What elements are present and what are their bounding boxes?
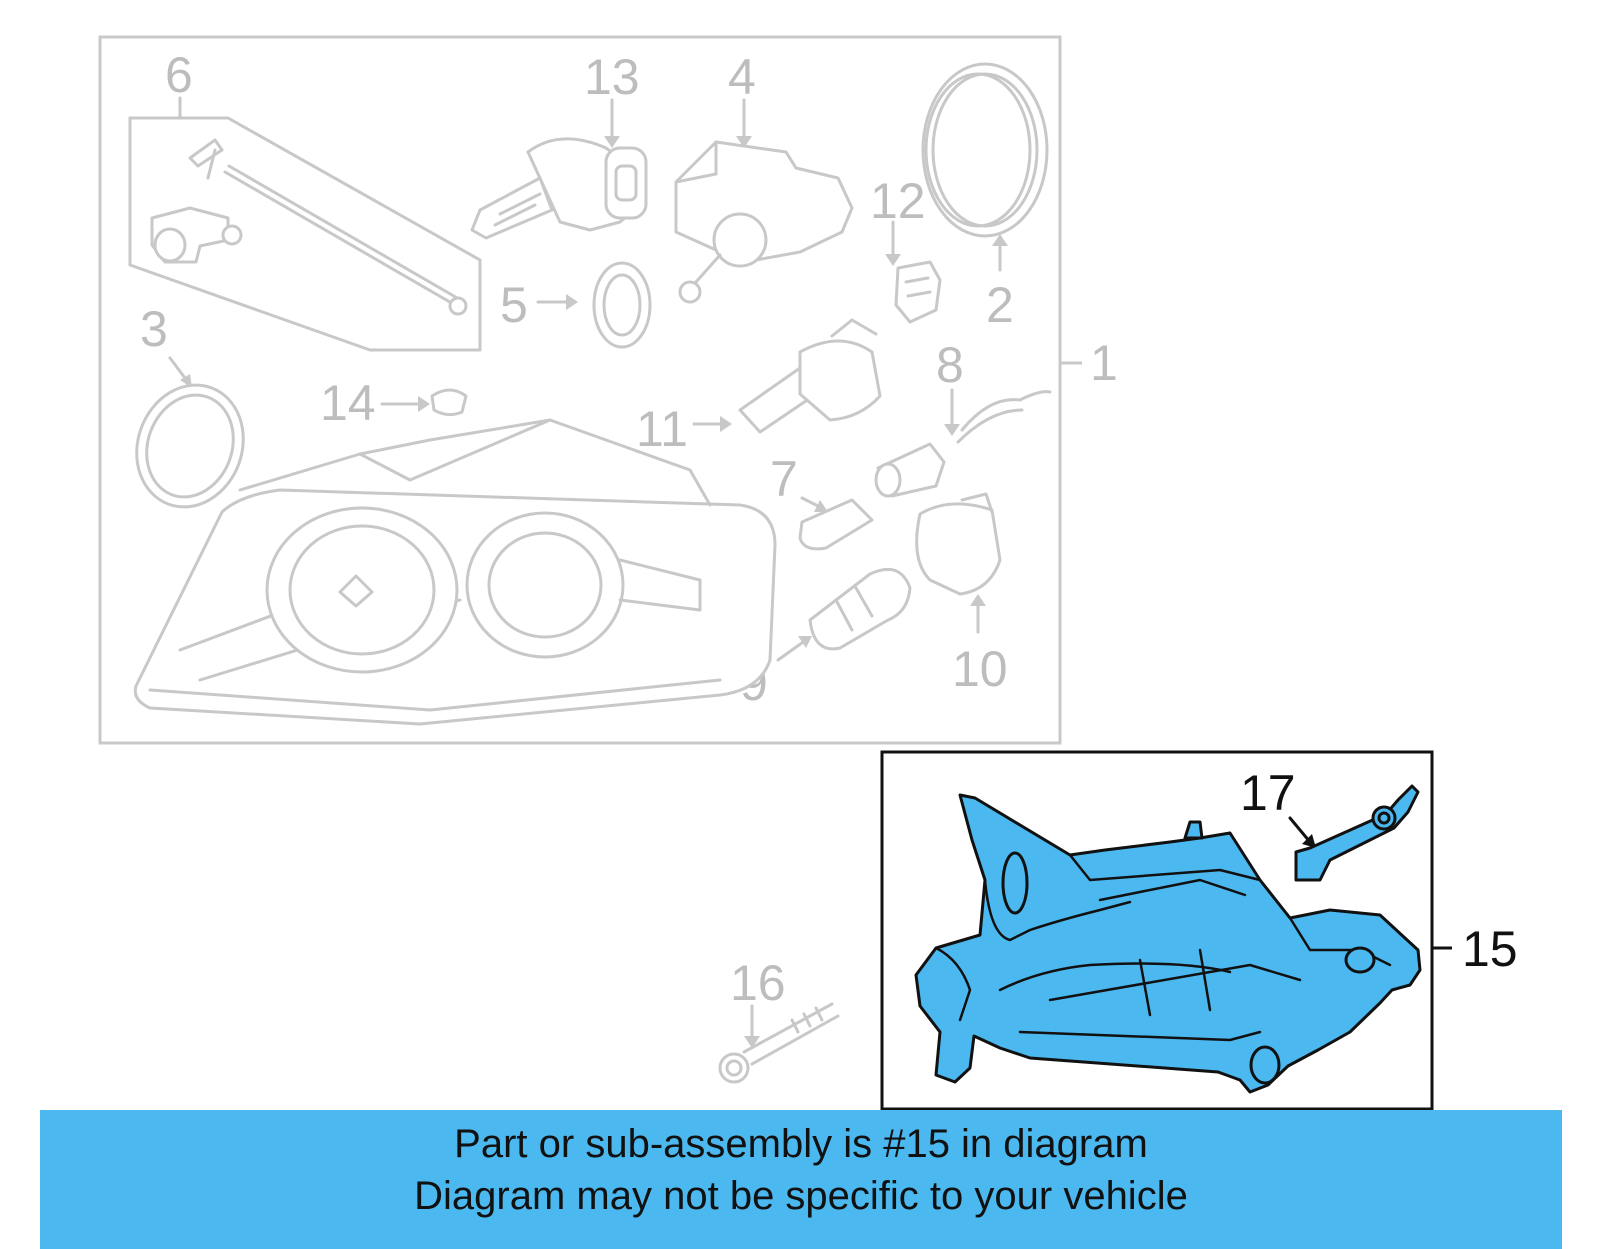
callout-14: 14 bbox=[320, 375, 376, 431]
part-15-housing-cover bbox=[914, 793, 1422, 1094]
info-banner: Part or sub-assembly is #15 in diagram D… bbox=[40, 1110, 1562, 1249]
callout-8: 8 bbox=[936, 337, 964, 393]
callout-16: 16 bbox=[730, 955, 786, 1011]
callout-1: 1 bbox=[1090, 335, 1118, 391]
part-14-plug: 14 bbox=[320, 375, 468, 431]
part-15-highlight-frame bbox=[880, 750, 1434, 1111]
callout-7: 7 bbox=[770, 451, 798, 507]
callout-15: 15 bbox=[1462, 921, 1518, 977]
headlamp-assembly-frame bbox=[98, 35, 1062, 745]
banner-line-1: Part or sub-assembly is #15 in diagram bbox=[454, 1122, 1148, 1166]
part-8-socket: 8 bbox=[874, 337, 1052, 498]
part-7-bulb: 7 bbox=[770, 451, 874, 551]
part-11-bulb: 11 bbox=[636, 318, 882, 457]
part-2-seal: 2 bbox=[921, 62, 1049, 333]
headlamp-housing bbox=[133, 418, 777, 726]
callout-10: 10 bbox=[952, 641, 1008, 697]
part-5-retaining-ring: 5 bbox=[500, 261, 652, 349]
banner-line-2: Diagram may not be specific to your vehi… bbox=[414, 1174, 1188, 1218]
callout-4: 4 bbox=[728, 49, 756, 105]
callout-3: 3 bbox=[140, 301, 168, 357]
part-10-socket: 10 bbox=[915, 492, 1008, 697]
callout-6: 6 bbox=[165, 47, 193, 103]
callout-12: 12 bbox=[870, 173, 926, 229]
callout-5: 5 bbox=[500, 277, 528, 333]
callout-11: 11 bbox=[636, 401, 688, 457]
part-12-connector: 12 bbox=[870, 173, 942, 324]
part-6-bracket-kit: 6 bbox=[128, 47, 482, 352]
part-13-bulb: 13 bbox=[470, 49, 648, 240]
callout-17: 17 bbox=[1240, 765, 1296, 821]
callout-2: 2 bbox=[986, 277, 1014, 333]
part-17-bracket: 17 bbox=[1240, 765, 1420, 882]
part-3-seal: 3 bbox=[135, 301, 245, 509]
callout-13: 13 bbox=[584, 49, 640, 105]
part-16-bolt: 16 bbox=[718, 955, 840, 1084]
part-4-igniter: 4 bbox=[674, 49, 854, 304]
